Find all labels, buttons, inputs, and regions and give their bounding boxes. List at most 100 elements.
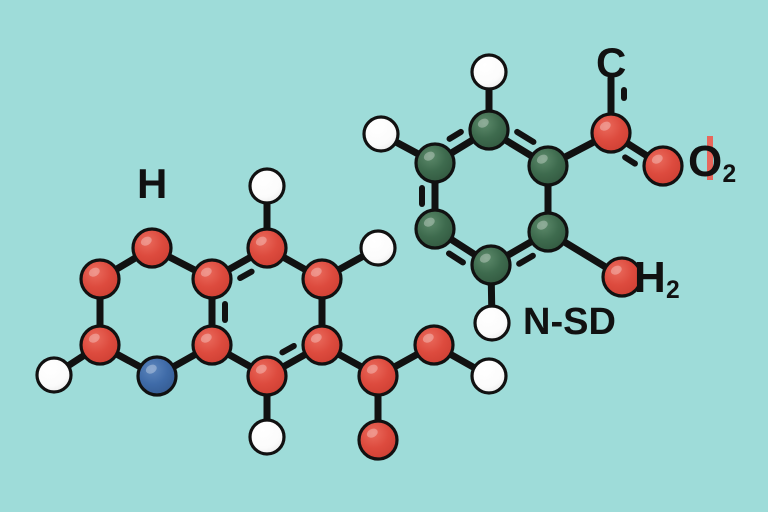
- atom-sphere-H4: [248, 418, 286, 456]
- bond-L6-L7-second-line: [237, 268, 255, 282]
- atom-red-R8: [642, 145, 684, 187]
- atom-highlight-R2: [423, 151, 435, 161]
- atom-label-h2-subscript: 2: [666, 277, 680, 305]
- atom-red-L2: [79, 258, 121, 300]
- atom-label-nsd: N-SD: [523, 303, 616, 341]
- atom-label-o2-subscript: 2: [722, 161, 737, 189]
- bond-L9-L10-second-line: [279, 342, 297, 356]
- atoms-layer: [35, 53, 684, 461]
- atom-red-L11: [357, 355, 399, 397]
- atom-label-o2: O2: [688, 137, 736, 188]
- atom-sphere-R3: [414, 208, 456, 250]
- bond-R3-R4-second-line: [445, 250, 466, 266]
- red-stripe-overlay: [707, 136, 713, 180]
- atom-green-R2: [414, 142, 456, 184]
- atom-sphere-L3: [79, 324, 121, 366]
- atom-label-h2-text: H: [634, 253, 666, 302]
- atom-red-L6: [191, 258, 233, 300]
- atom-highlight-L11: [366, 364, 378, 374]
- atom-red-L9: [301, 324, 343, 366]
- atom-label-h-text: H: [137, 160, 168, 207]
- atom-sphere-L13: [413, 324, 455, 366]
- atom-highlight-L13: [422, 333, 434, 343]
- atom-white-H2: [248, 167, 286, 205]
- bond-R4-R5-second-line: [516, 252, 536, 267]
- atom-highlight-L7: [255, 236, 267, 246]
- atom-highlight-R3: [423, 217, 435, 227]
- atom-highlight-R1: [477, 118, 489, 128]
- bond-R7-R8-second-line: [622, 154, 638, 167]
- atom-highlight-R4: [479, 253, 491, 263]
- atom-red-L5: [191, 324, 233, 366]
- atom-label-o2-text: O: [688, 137, 723, 186]
- atom-highlight-R9: [610, 265, 622, 275]
- atom-label-nsd-text: N-SD: [523, 301, 616, 343]
- atom-label-c: C: [596, 42, 626, 84]
- atom-white-H4: [248, 418, 286, 456]
- bond-R1-R2-second-line: [446, 128, 464, 142]
- atom-highlight-L10: [255, 364, 267, 374]
- atom-red-L12: [357, 419, 399, 461]
- atom-sphere-L6: [191, 258, 233, 300]
- atom-sphere-H2: [248, 167, 286, 205]
- atom-sphere-RH2: [362, 115, 400, 153]
- atom-highlight-L12: [366, 428, 378, 438]
- atom-sphere-R1: [468, 109, 510, 151]
- atom-highlight-R8: [651, 154, 663, 164]
- atom-green-R6: [527, 145, 569, 187]
- atom-red-L10: [246, 355, 288, 397]
- atom-green-R5: [527, 211, 569, 253]
- atom-sphere-H3: [359, 229, 397, 267]
- bond-R6-R1-second-line: [514, 128, 537, 145]
- atom-red-L3: [79, 324, 121, 366]
- atom-highlight-L5: [200, 333, 212, 343]
- atom-sphere-L2: [79, 258, 121, 300]
- atom-sphere-R2: [414, 142, 456, 184]
- atom-red-L7: [246, 227, 288, 269]
- atom-sphere-R6: [527, 145, 569, 187]
- atom-highlight-R6: [536, 154, 548, 164]
- atom-green-R1: [468, 109, 510, 151]
- atom-red-L13: [413, 324, 455, 366]
- atom-white-RH1: [470, 53, 508, 91]
- atom-blue-L4: [136, 355, 178, 397]
- atom-highlight-R7: [599, 121, 611, 131]
- atom-sphere-H1: [35, 356, 73, 394]
- atom-label-h: H: [137, 163, 167, 205]
- atom-green-R3: [414, 208, 456, 250]
- atom-sphere-R9: [601, 256, 643, 298]
- atom-highlight-L1: [140, 236, 152, 246]
- atom-sphere-RH1: [470, 53, 508, 91]
- atom-sphere-L1: [131, 227, 173, 269]
- atom-highlight-L2: [88, 267, 100, 277]
- atom-sphere-L7: [246, 227, 288, 269]
- atom-red-R7: [590, 112, 632, 154]
- atom-sphere-R4: [470, 244, 512, 286]
- atom-sphere-L12: [357, 419, 399, 461]
- atom-highlight-L3: [88, 333, 100, 343]
- atom-white-H5: [470, 357, 508, 395]
- atom-highlight-L6: [200, 267, 212, 277]
- atom-red-L8: [301, 258, 343, 300]
- atom-sphere-L10: [246, 355, 288, 397]
- atom-label-c-text: C: [596, 39, 627, 86]
- atom-sphere-L11: [357, 355, 399, 397]
- atom-highlight-R5: [536, 220, 548, 230]
- atom-sphere-R7: [590, 112, 632, 154]
- atom-sphere-L9: [301, 324, 343, 366]
- atom-sphere-L8: [301, 258, 343, 300]
- atom-label-h2: H2: [634, 253, 680, 304]
- atom-sphere-RH3: [473, 304, 511, 342]
- atom-red-L1: [131, 227, 173, 269]
- atom-sphere-R5: [527, 211, 569, 253]
- atom-sphere-L5: [191, 324, 233, 366]
- atom-highlight-L4: [145, 364, 157, 374]
- atom-white-H1: [35, 356, 73, 394]
- atom-highlight-L9: [310, 333, 322, 343]
- atom-red-R9: [601, 256, 643, 298]
- atom-white-RH2: [362, 115, 400, 153]
- atom-green-R4: [470, 244, 512, 286]
- atom-sphere-H5: [470, 357, 508, 395]
